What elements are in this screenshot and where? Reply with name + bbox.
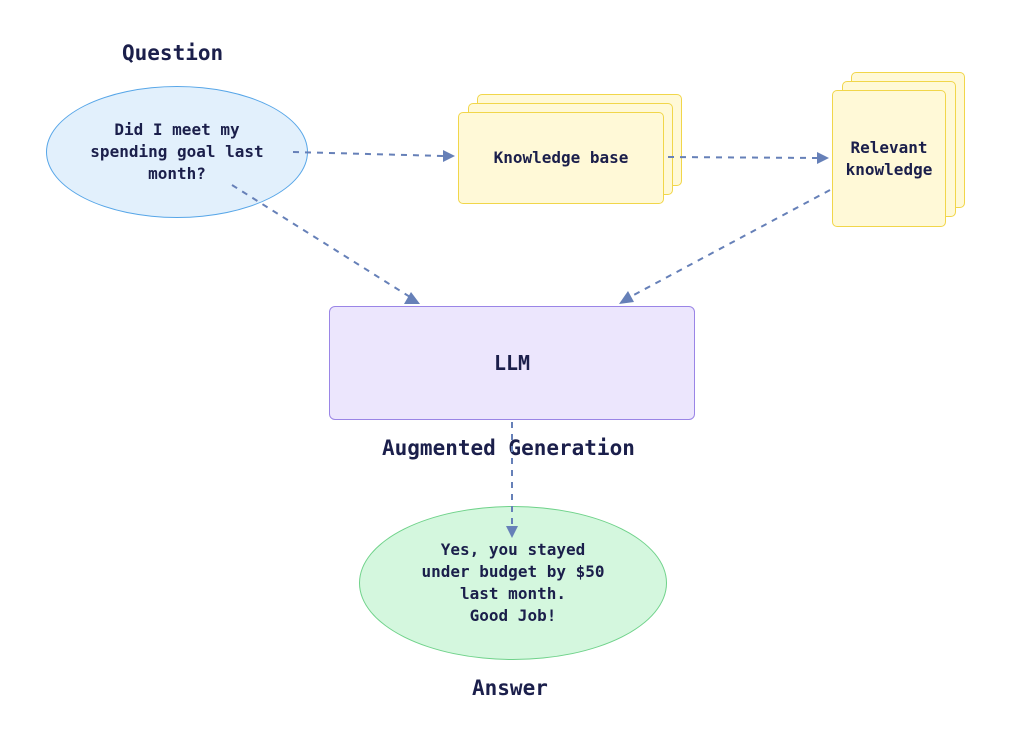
question-heading: Question [122,41,224,65]
arrow-question-to-knowledge-base [292,150,455,162]
answer-heading: Answer [472,676,548,700]
answer-text: Yes, you stayed under budget by $50 last… [421,540,605,625]
arrow-relevant-to-llm [619,189,831,304]
llm-label: LLM [493,351,531,375]
question-node: Did I meet my spending goal last month? [46,86,308,218]
answer-node: Yes, you stayed under budget by $50 last… [359,506,667,660]
relevant-knowledge-node: Relevant knowledge [832,90,946,227]
arrow-knowledge-base-to-relevant [667,152,829,164]
knowledge-base-node: Knowledge base [458,112,664,204]
augmented-generation-caption: Augmented Generation [382,436,635,460]
relevant-knowledge-label: Relevant knowledge [845,137,933,179]
question-text: Did I meet my spending goal last month? [90,120,264,183]
knowledge-base-label: Knowledge base [493,148,629,167]
llm-node: LLM [329,306,695,420]
